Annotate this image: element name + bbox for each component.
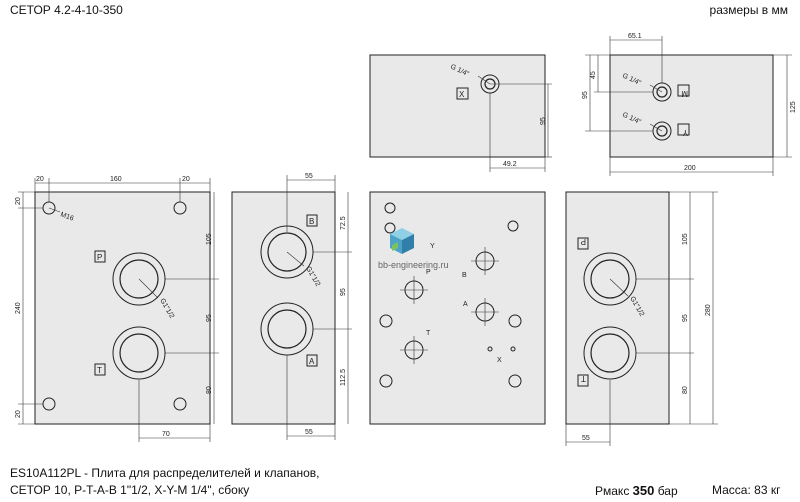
- port-a-label-box: [306, 354, 318, 367]
- side-right-plate: [565, 191, 670, 425]
- port-y-label: Y: [682, 128, 688, 137]
- mount-hole: [173, 397, 187, 411]
- port-a-label: A: [309, 357, 315, 366]
- dim-right-a: 72.5: [340, 216, 347, 230]
- port-t-label: T: [581, 374, 586, 383]
- port-t-label-box: [577, 374, 589, 387]
- description-line-1: ES10A112PL - Плита для распределителей и…: [10, 466, 320, 480]
- top-x-plate: [369, 54, 546, 158]
- port-m-label: M: [681, 89, 688, 98]
- dim-top: 55: [305, 173, 313, 180]
- dim-left-a: 45: [590, 71, 597, 79]
- dim-top-left: 20: [36, 176, 44, 183]
- dim-right-c: 80: [206, 386, 213, 394]
- leader-line: [477, 75, 491, 85]
- port-t-bore: [590, 333, 630, 373]
- port-a-bore: [267, 309, 307, 349]
- dim-bottom: 70: [162, 431, 170, 438]
- port-b-label-box: [306, 214, 318, 227]
- port-x-label-box: [456, 87, 469, 100]
- mount-plate: [369, 191, 546, 425]
- port-y-hole: [510, 346, 516, 352]
- watermark: bb-engineering.ru: [378, 260, 449, 270]
- dim-left-top: 20: [15, 197, 22, 205]
- mount-hole: [508, 314, 522, 328]
- port-y-label-box: [677, 123, 690, 136]
- dim-right-c: 80: [682, 386, 689, 394]
- pressure-unit: бар: [657, 484, 678, 498]
- port-p-label-box: [94, 250, 106, 263]
- dim-left-bottom: 20: [15, 410, 22, 418]
- units-note: размеры в мм: [709, 3, 788, 17]
- mount-hole: [384, 222, 396, 234]
- dim-right: 95: [540, 117, 547, 125]
- dim-bottom: 55: [582, 435, 590, 442]
- description-line-2: СЕТОР 10, P-T-A-B 1"1/2, X-Y-M 1/4", сбо…: [10, 483, 250, 497]
- mount-label-b: B: [462, 272, 467, 279]
- dim-bottom: 49.2: [503, 161, 517, 168]
- thread-hole-label: M16: [59, 211, 74, 222]
- port-t-label-box: [94, 363, 106, 376]
- mount-label-p: P: [426, 269, 431, 276]
- mount-label-t: T: [426, 330, 431, 337]
- port-t-label: T: [97, 366, 102, 375]
- leader-line: [649, 84, 663, 93]
- logo-cube-icon: [390, 228, 414, 254]
- dim-bottom: 200: [684, 165, 696, 172]
- port-p-label: P: [97, 253, 102, 262]
- dim-left-total: 240: [15, 302, 22, 314]
- dim-left-b: 95: [582, 91, 589, 99]
- leader-line: [286, 251, 305, 267]
- dim-bottom: 55: [305, 429, 313, 436]
- dim-top: 65.1: [628, 33, 642, 40]
- port-x-hole: [487, 346, 493, 352]
- dim-top-right: 20: [182, 176, 190, 183]
- mount-hole: [384, 202, 396, 214]
- dim-right-a: 105: [682, 233, 689, 245]
- dim-right-c: 112.5: [340, 369, 347, 386]
- pressure-prefix: Pмакс: [595, 484, 630, 498]
- leader-line: [48, 207, 61, 213]
- max-pressure: Pмакс 350 бар: [595, 483, 678, 498]
- port-m-label-box: [677, 84, 690, 97]
- top-view-x: X G 1/4" 95 49.2: [369, 54, 552, 172]
- mass: Масса: 83 кг: [712, 483, 781, 497]
- model-title: СЕТОР 4.2-4-10-350: [10, 3, 123, 17]
- front-view: P T G1"1/2 M16 20 160 20 20 240 20 105 9…: [15, 176, 219, 442]
- pressure-value: 350: [632, 483, 655, 498]
- dim-right-b: 95: [340, 288, 347, 296]
- port-p-label-box: [577, 237, 589, 250]
- mount-label-x: X: [497, 357, 502, 364]
- front-plate: [34, 191, 211, 425]
- mount-label-y: Y: [430, 243, 435, 250]
- dim-right: 125: [790, 101, 797, 113]
- top-view-ym: M Y G 1/4" G 1/4" 65.1 45 95 125 200: [582, 33, 797, 176]
- dim-right-b: 95: [682, 314, 689, 322]
- dim-right-a: 105: [206, 233, 213, 245]
- side-left-view: B A G1"1/2 55 72.5 95 112.5 55: [231, 173, 352, 440]
- port-x-label: X: [459, 90, 465, 99]
- mounting-face-view: B A T P X Y bb-engineering.ru: [369, 191, 546, 425]
- mount-label-a: A: [463, 301, 468, 308]
- dim-right-b: 95: [206, 314, 213, 322]
- mount-hole: [507, 220, 519, 232]
- leader-line: [609, 278, 629, 297]
- dim-top-mid: 160: [110, 176, 122, 183]
- top-ym-plate: [609, 54, 774, 158]
- dim-total: 280: [705, 304, 712, 316]
- mount-hole: [379, 314, 393, 328]
- side-right-view: P T G1"1/2 105 95 80 280 55: [565, 191, 718, 446]
- port-t-bore: [119, 333, 159, 373]
- mount-hole: [379, 374, 393, 388]
- leader-line: [649, 123, 663, 132]
- mount-hole: [508, 374, 522, 388]
- port-p-label: P: [581, 237, 586, 246]
- leader-line: [138, 278, 159, 299]
- side-left-plate: [231, 191, 336, 425]
- port-b-label: B: [309, 217, 314, 226]
